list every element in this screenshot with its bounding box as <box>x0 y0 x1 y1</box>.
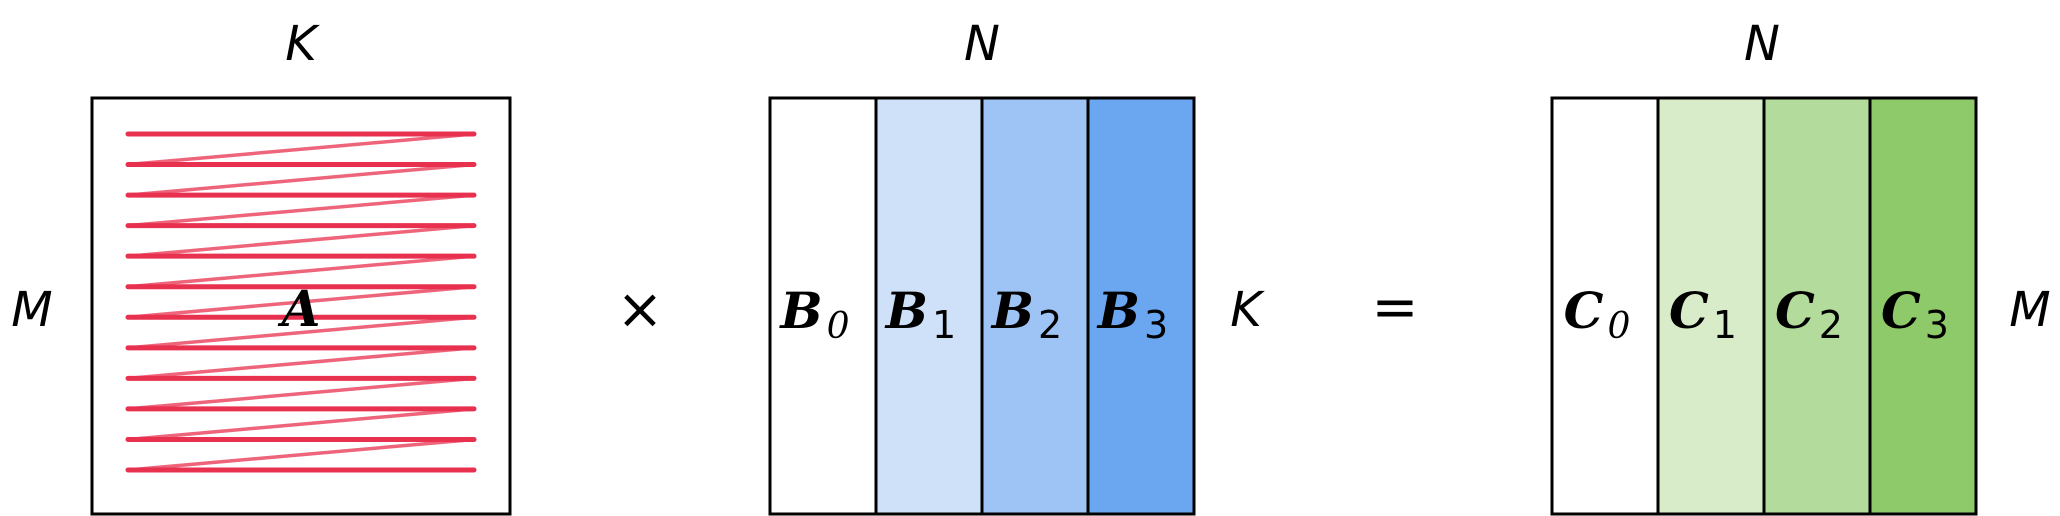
traversal-return <box>126 193 476 228</box>
traversal-return <box>126 223 476 258</box>
matrix-b-block-2 <box>980 96 1090 516</box>
matrix-b-block-3 <box>1086 96 1196 516</box>
traversal-return <box>126 346 476 381</box>
times-operator: × <box>617 277 664 342</box>
matrix-a: A <box>90 96 512 516</box>
matrix-b-block-1 <box>874 96 984 516</box>
matrix-c-n-label: N <box>1744 16 1780 72</box>
matrix-c-block-2 <box>1762 96 1872 516</box>
traversal-return <box>126 376 476 411</box>
matrix-a-k-label: K <box>285 16 320 72</box>
traversal-return <box>126 437 476 472</box>
matrix-c-block-3 <box>1868 96 1978 516</box>
traversal-return <box>126 254 476 289</box>
traversal-return <box>126 315 476 350</box>
matrix-c-block-1 <box>1656 96 1766 516</box>
matrix-a-label: A <box>278 279 321 338</box>
traversal-return <box>126 407 476 442</box>
matrix-b-block-0 <box>768 96 878 516</box>
matrix-b-n-label: N <box>964 16 1000 72</box>
matrix-c-block-0 <box>1550 96 1660 516</box>
matrix-b-k-label: K <box>1230 282 1265 338</box>
matrix-c-m-label: M <box>2009 282 2050 338</box>
traversal-return <box>126 162 476 197</box>
row-major-traversal-path <box>125 131 477 473</box>
traversal-return <box>126 284 476 320</box>
matrix-a-m-label: M <box>11 282 52 338</box>
equals-operator: = <box>1372 275 1419 340</box>
traversal-return <box>126 132 476 167</box>
